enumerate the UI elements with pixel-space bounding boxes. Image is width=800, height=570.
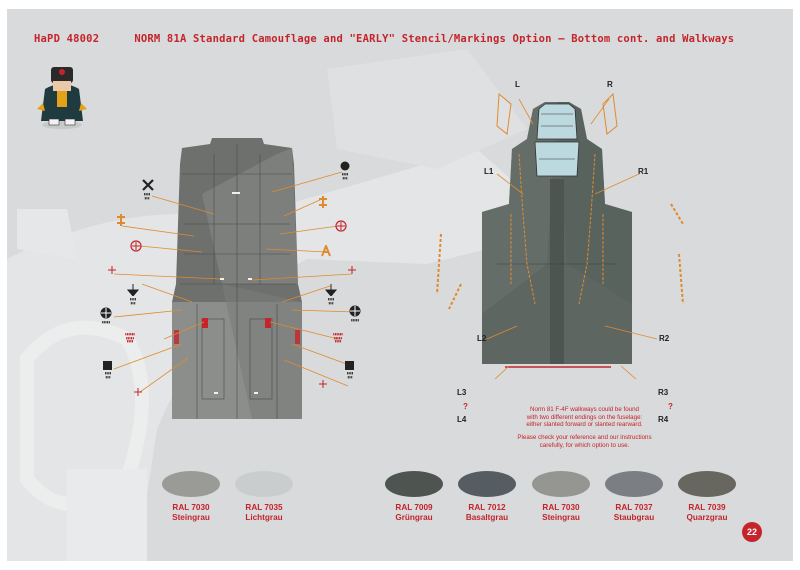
mascot-character (37, 67, 87, 129)
callout-L1: L1 (484, 167, 494, 176)
aircraft-bottom-view (113, 138, 357, 419)
stencil-caption: ▮▮▮▮▮▮▮ (346, 371, 354, 379)
stencil-caption: ▮▮▮▮▮▮▮ (341, 172, 349, 180)
note-line: Norm 81 F-4F walkways could be found (529, 406, 639, 413)
swatch-name: Basaltgrau (465, 512, 509, 522)
swatch-code: RAL 7030 (172, 503, 210, 512)
note-line: with two different endings on the fusela… (526, 413, 643, 421)
hazard-symbol-icon (319, 196, 327, 208)
question-mark-left: ? (463, 402, 468, 411)
callout-L3: L3 (457, 388, 467, 397)
swatch-code: RAL 7030 (542, 503, 580, 512)
stencil-caption: ▮▮▮▮▮▮▮ (129, 297, 137, 305)
swatch-code: RAL 7037 (615, 503, 653, 512)
note-line: carefully, for which option to use. (539, 441, 630, 449)
aircraft-top-walkways (436, 92, 684, 379)
hazard-symbol-icon (117, 214, 125, 226)
stencil-caption: ▮▮▮▮▮▮▮ (327, 297, 335, 305)
square-marker-icon (103, 361, 112, 370)
plus-marker-icon (319, 380, 327, 388)
swatch-name: Quarzgrau (686, 512, 728, 522)
color-swatch (385, 471, 443, 497)
cross-marker-icon (142, 179, 154, 191)
callout-L4: L4 (457, 415, 467, 424)
color-swatch (458, 471, 516, 497)
swatch-name: Staubgrau (613, 512, 655, 522)
color-swatch (678, 471, 736, 497)
swatch-code: RAL 7039 (688, 503, 726, 512)
page-number-badge: 22 (742, 522, 762, 542)
color-swatch (235, 471, 293, 497)
callout-R2: R2 (659, 334, 670, 343)
instruction-page: HaPD 48002 NORM 81A Standard Camouflage … (7, 9, 793, 561)
callout-R3: R3 (658, 388, 669, 397)
propeller-symbol-icon (100, 307, 112, 319)
question-mark-right: ? (668, 402, 673, 411)
color-swatch (532, 471, 590, 497)
page-title: NORM 81A Standard Camouflage and "EARLY"… (134, 33, 735, 45)
swatch-code: RAL 7009 (395, 503, 433, 512)
swatch-name: Steingrau (542, 512, 580, 522)
callout-R4: R4 (658, 415, 669, 424)
swatch-name: Steingrau (172, 512, 210, 522)
background-figure-silhouette (7, 49, 567, 561)
swatch-code: RAL 7035 (245, 503, 283, 512)
jack-point-icon (321, 245, 331, 257)
stencil-caption: ▮▮▮▮▮▮▮ (104, 371, 112, 379)
swatch-name: Grüngrau (395, 512, 433, 522)
reference-note: Please check your reference and our inst… (477, 434, 692, 449)
plus-marker-icon (348, 266, 356, 274)
walkway-note: Norm 81 F-4F walkways could be found wit… (477, 406, 692, 429)
callout-L: L (515, 80, 520, 89)
ground-symbol-icon (325, 284, 337, 296)
color-swatch (605, 471, 663, 497)
note-line: either slanted forward or slanted rearwa… (526, 421, 643, 429)
propeller-symbol-icon (349, 305, 361, 317)
target-marker-icon (130, 240, 142, 252)
page-header: HaPD 48002 NORM 81A Standard Camouflage … (34, 27, 774, 45)
callout-R: R (607, 80, 613, 89)
callout-L2: L2 (477, 334, 487, 343)
note-line: Please check your reference and our inst… (517, 434, 652, 441)
dot-marker-icon (340, 161, 350, 171)
callout-R1: R1 (638, 167, 649, 176)
plus-marker-icon (134, 388, 142, 396)
ground-symbol-icon (127, 284, 139, 296)
plus-marker-icon (108, 266, 116, 274)
stencil-caption: ▮▮▮▮▮▮▮ (143, 192, 151, 200)
warning-stencil: ▮▮▮▮▮▮▮▮▮▮▮▮▮▮▮ (333, 332, 343, 344)
stencil-caption: ▮▮▮▮▮ (350, 318, 360, 322)
target-marker-icon (335, 220, 347, 232)
square-marker-icon (345, 361, 354, 370)
kit-code: HaPD 48002 (34, 33, 100, 45)
swatch-code: RAL 7012 (468, 503, 506, 512)
warning-stencil: ▮▮▮▮▮▮▮▮▮▮▮▮▮▮▮ (125, 332, 135, 344)
swatch-name: Lichtgrau (245, 512, 283, 522)
color-swatch (162, 471, 220, 497)
stencil-caption: ▮▮▮▮▮ (101, 320, 111, 324)
